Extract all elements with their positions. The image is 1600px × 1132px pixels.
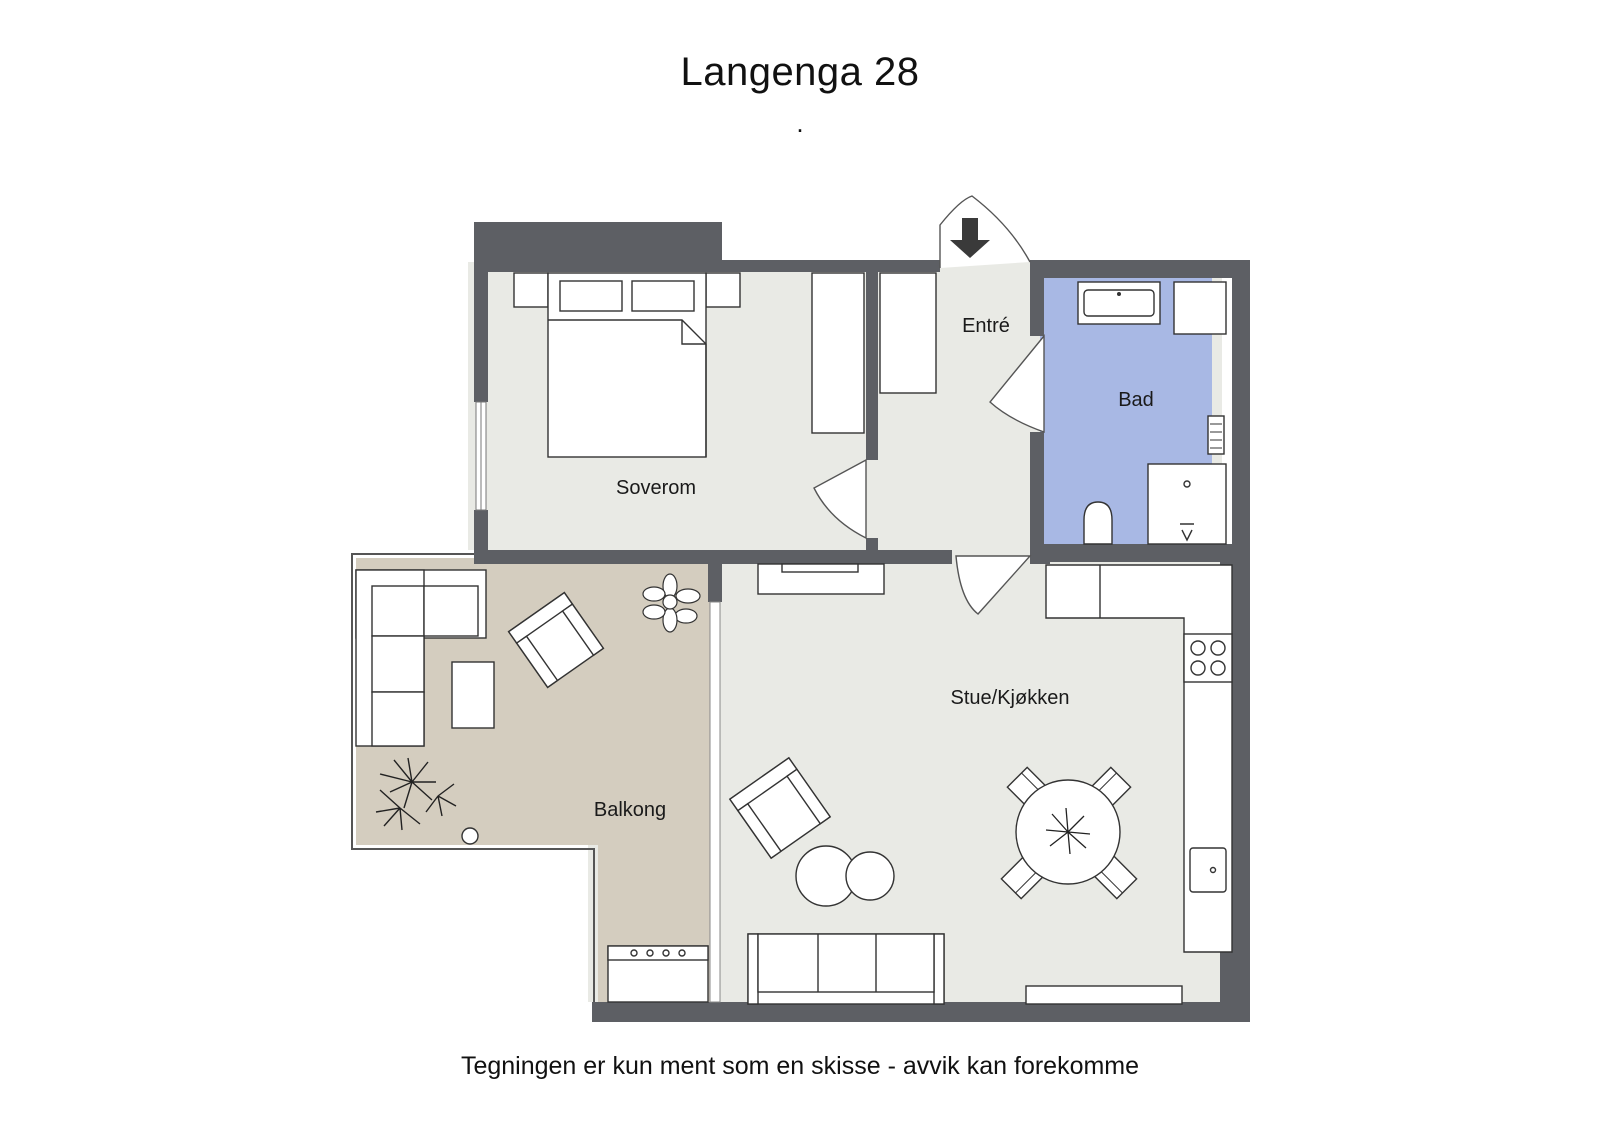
- nightstand-right: [705, 272, 741, 308]
- walls: [474, 222, 1250, 1022]
- bath-sink-basin: [1083, 289, 1155, 317]
- wall-bottom: [592, 1002, 1250, 1022]
- door-bedroom: [813, 458, 867, 540]
- plan-title: Langenga 28: [680, 50, 920, 94]
- wall-bedroom-closet-low: [866, 538, 878, 552]
- side-table-2: [845, 851, 895, 901]
- wardrobe-bedroom: [811, 272, 865, 434]
- entrance: [939, 195, 1031, 268]
- dining-set: [1000, 766, 1138, 900]
- balcony-furniture: [355, 569, 709, 1003]
- plant-balcony-corner-icon: [375, 757, 457, 831]
- bathroom-fixtures: [1077, 281, 1227, 545]
- toilet: [1083, 501, 1113, 545]
- shower: [1147, 463, 1227, 545]
- balcony-floor: [356, 558, 712, 1002]
- nightstand-left: [513, 272, 549, 308]
- wall-balcony-divider: [708, 550, 722, 602]
- wall-bath-left-bottom: [1030, 432, 1044, 554]
- armchair-living: [728, 756, 832, 860]
- door-bathroom: [989, 334, 1045, 433]
- sofa-living: [747, 933, 945, 1005]
- plan-subtitle: .: [796, 108, 804, 138]
- balcony-table: [451, 661, 495, 729]
- kitchen-sink: [1189, 847, 1227, 893]
- bedroom-furniture: [513, 272, 937, 458]
- wall-top-mid: [722, 260, 940, 272]
- wall-bath-bottom: [1030, 544, 1250, 562]
- kitchen: [1025, 564, 1233, 1005]
- window-living-left: [709, 601, 721, 1003]
- wall-bedroom-closet: [866, 272, 878, 460]
- wall-top-left: [474, 222, 722, 272]
- plant-balcony-top-icon: [642, 573, 701, 633]
- wall-left-upper: [474, 222, 488, 402]
- wall-bath-left-top: [1030, 262, 1044, 336]
- duvet-fold: [548, 319, 707, 457]
- pillow-left: [559, 280, 623, 312]
- pillow-right: [631, 280, 695, 312]
- balcony-lamp: [461, 827, 479, 845]
- door-living: [955, 555, 1032, 615]
- room-label-soverom: Soverom: [616, 477, 696, 499]
- disclaimer-text: Tegningen er kun ment som en skisse - av…: [460, 1052, 1140, 1080]
- armchair-balcony: [507, 591, 605, 689]
- room-label-balkong: Balkong: [594, 799, 666, 821]
- cooktop: [1183, 633, 1233, 683]
- grill: [607, 945, 709, 1003]
- room-labels: Soverom Entré Bad Stue/Kjøkken Balkong: [594, 315, 1154, 821]
- towel-rail: [1207, 415, 1225, 455]
- plant-table-icon: [1045, 807, 1091, 855]
- room-label-stue: Stue/Kjøkken: [951, 687, 1070, 709]
- wall-top-right: [1030, 260, 1250, 278]
- living-furniture: [728, 563, 1138, 1005]
- wardrobe-entry: [879, 272, 937, 394]
- wall-mid-horizontal-right: [1030, 550, 1050, 564]
- lounge-sofa: [355, 569, 487, 747]
- shelf-bottom: [1025, 985, 1183, 1005]
- room-label-bad: Bad: [1118, 389, 1154, 411]
- room-label-entre: Entré: [962, 315, 1010, 337]
- entrance-arrow-icon: [950, 218, 990, 258]
- doors: [813, 334, 1045, 615]
- windows: [475, 401, 721, 1003]
- wall-left-lower: [474, 510, 488, 562]
- washing-machine: [1173, 281, 1227, 335]
